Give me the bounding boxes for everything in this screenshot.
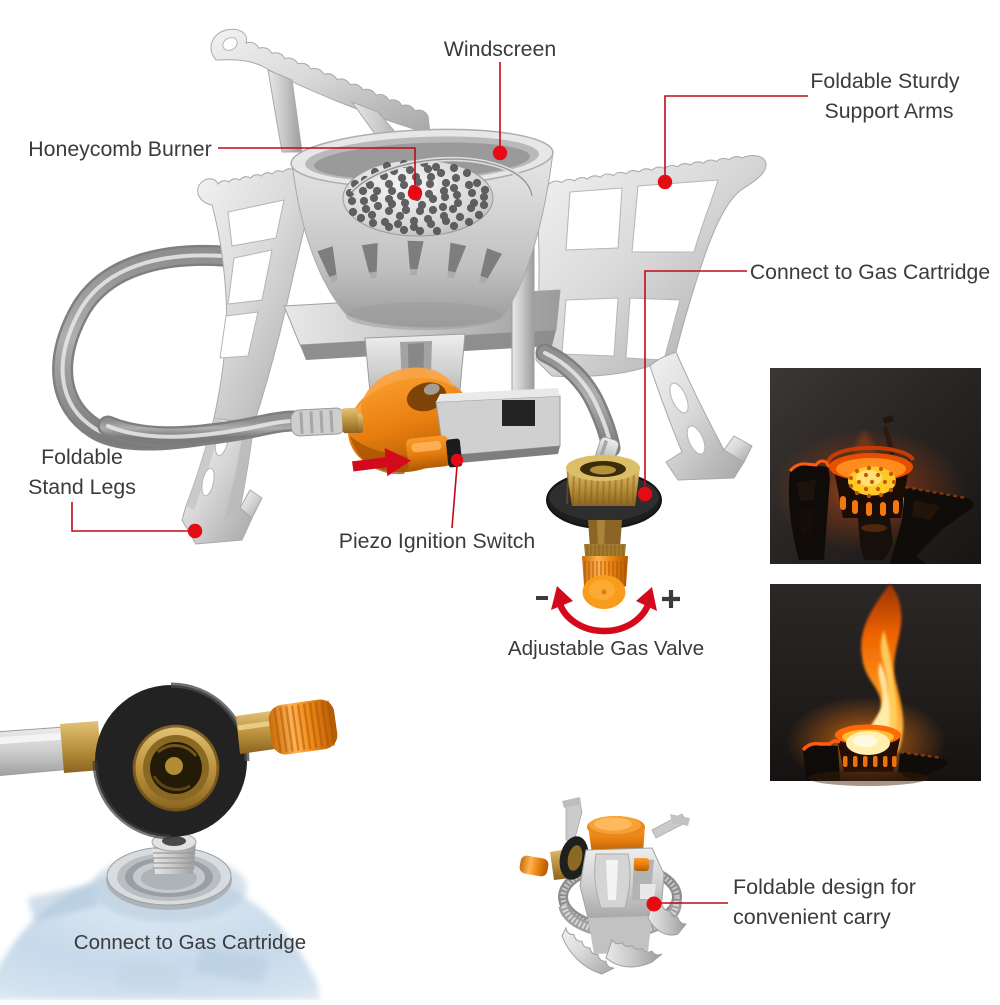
svg-text:Connect to Gas Cartridge: Connect to Gas Cartridge xyxy=(750,261,990,284)
svg-text:Stand Legs: Stand Legs xyxy=(28,475,136,499)
svg-text:Windscreen: Windscreen xyxy=(444,37,556,61)
svg-text:Foldable design for: Foldable design for xyxy=(733,875,916,899)
svg-text:Connect to Gas Cartridge: Connect to Gas Cartridge xyxy=(74,931,306,954)
svg-text:Piezo Ignition Switch: Piezo Ignition Switch xyxy=(339,529,536,553)
svg-text:Honeycomb Burner: Honeycomb Burner xyxy=(28,137,211,161)
svg-text:Support Arms: Support Arms xyxy=(824,99,953,123)
svg-text:Adjustable Gas Valve: Adjustable Gas Valve xyxy=(508,637,704,660)
svg-text:convenient carry: convenient carry xyxy=(733,905,891,929)
svg-text:Foldable: Foldable xyxy=(41,445,123,469)
svg-text:Foldable Sturdy: Foldable Sturdy xyxy=(810,69,960,93)
